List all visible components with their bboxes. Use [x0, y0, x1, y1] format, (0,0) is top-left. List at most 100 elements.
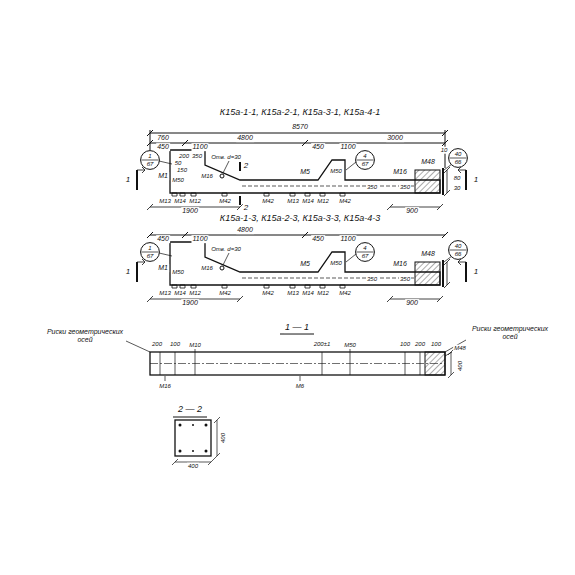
drawing-label: М50: [171, 269, 185, 276]
drawing-label: 1 — 1: [284, 323, 310, 333]
callout-text: 4: [363, 153, 366, 160]
drawing-label: 760: [156, 134, 170, 142]
drawing-label: М42: [218, 198, 232, 205]
dimension-line: [448, 349, 454, 378]
callout-divider: [450, 250, 467, 251]
drawing-label: М42: [261, 290, 275, 297]
callout-circle-shape: [356, 151, 375, 170]
drawing-label: 450: [311, 235, 325, 243]
drawing-label: 400: [220, 432, 227, 444]
drawing-label: М48: [453, 345, 467, 352]
drawing-label: М42: [338, 290, 352, 297]
callout-circle: 40б6: [448, 240, 468, 260]
elevation-bottom: [137, 232, 466, 302]
drawing-label: 900: [405, 207, 419, 215]
drawing-label: М42: [261, 198, 275, 205]
drawing-label: 450: [311, 143, 325, 151]
drawing-label: 1: [125, 176, 131, 185]
callout-text: 4: [363, 245, 366, 252]
drawing-label: М42: [218, 290, 232, 297]
drawing-label: М14: [301, 198, 315, 205]
drawing-label: М14: [301, 290, 315, 297]
title-underline: [173, 417, 207, 418]
drawing-label: 10: [440, 147, 449, 154]
drawing-label: 8570: [291, 123, 309, 131]
drawing-label: 2 — 2: [177, 405, 203, 415]
callout-divider: [142, 160, 159, 161]
drawing-label: 1100: [339, 235, 356, 243]
drawing-label: 1900: [181, 299, 199, 307]
drawing-label: 1100: [339, 143, 356, 151]
drawing-label: 400: [457, 360, 464, 372]
drawing-label: М14: [173, 198, 187, 205]
column-section: [175, 420, 211, 456]
callout-circle-shape: [356, 243, 375, 262]
drawing-label: 150: [176, 167, 188, 174]
callout-circle-shape: [449, 149, 468, 168]
callout-text: 40: [455, 243, 462, 250]
drawing-label: 100: [430, 341, 442, 348]
dimension-line: [172, 417, 220, 465]
drawing-label: К15а-1-3, К15а-2-3, К15а-3-3, К15а-4-3: [219, 214, 381, 224]
callout-text: б6: [455, 250, 462, 257]
embedded-parts: [160, 352, 420, 375]
drawing-label: 200±1: [313, 341, 332, 348]
callout-text: б7: [362, 252, 369, 259]
column-plan: [150, 352, 445, 375]
callout-divider: [450, 158, 467, 159]
drawing-label: 1: [473, 176, 479, 185]
callout-circle: 4б7: [355, 150, 375, 170]
drawing-label: 1100: [191, 143, 208, 151]
drawing-label: М1: [157, 264, 169, 272]
callout-text: б7: [362, 160, 369, 167]
drawing-label: 350: [191, 153, 203, 160]
drawing-label: М50: [329, 260, 343, 267]
callout-text: 40: [455, 151, 462, 158]
drawing-label: 4800: [236, 134, 254, 142]
drawing-label: Риски геометрических осей: [469, 325, 551, 340]
drawing-label: 100: [399, 341, 411, 348]
drawing-label: М12: [316, 198, 330, 205]
drawing-label: 2: [243, 162, 249, 171]
drawing-label: 1: [125, 268, 131, 277]
drawing-label: М14: [173, 290, 187, 297]
section-2-2: [172, 417, 220, 465]
axis-line: [150, 363, 445, 364]
title-underline: [280, 334, 314, 335]
callout-circle-shape: [449, 241, 468, 260]
section-cut: [239, 162, 241, 205]
drawing-label: 1900: [181, 207, 199, 215]
drawing-label: 30: [453, 185, 462, 192]
drawing-label: Риски геометрических осей: [44, 328, 126, 343]
drawing-label: М5: [299, 260, 311, 268]
elevation-top: [137, 130, 466, 210]
drawing-label: М16: [200, 265, 214, 272]
drawing-label: М13: [158, 290, 172, 297]
drawing-label: 200: [151, 341, 163, 348]
drawing-label: 450: [156, 235, 170, 243]
drawing-label: М50: [171, 177, 185, 184]
drawing-label: М12: [188, 198, 202, 205]
callout-text: 1: [148, 153, 151, 160]
drawing-label: 1: [473, 268, 479, 277]
drawing-label: М42: [338, 198, 352, 205]
drawing-label: М13: [286, 290, 300, 297]
drawing-label: 100: [169, 341, 181, 348]
rebar-dots: [179, 424, 208, 453]
drawing-label: Отв. d=30: [210, 154, 242, 161]
drawing-label: 350: [399, 184, 411, 191]
drawing-label: М12: [316, 290, 330, 297]
drawing-label: М13: [286, 198, 300, 205]
drawing-label: М50: [329, 168, 343, 175]
callout-text: б7: [147, 252, 154, 259]
callout-circle: 40б6: [448, 148, 468, 168]
callout-circle: 1б7: [140, 242, 160, 262]
section-1-1: [126, 334, 466, 381]
dimension-line: [147, 130, 448, 168]
drawing-label: 400: [187, 463, 199, 470]
drawing-label: М16: [200, 173, 214, 180]
drawing-label: 200: [414, 341, 426, 348]
